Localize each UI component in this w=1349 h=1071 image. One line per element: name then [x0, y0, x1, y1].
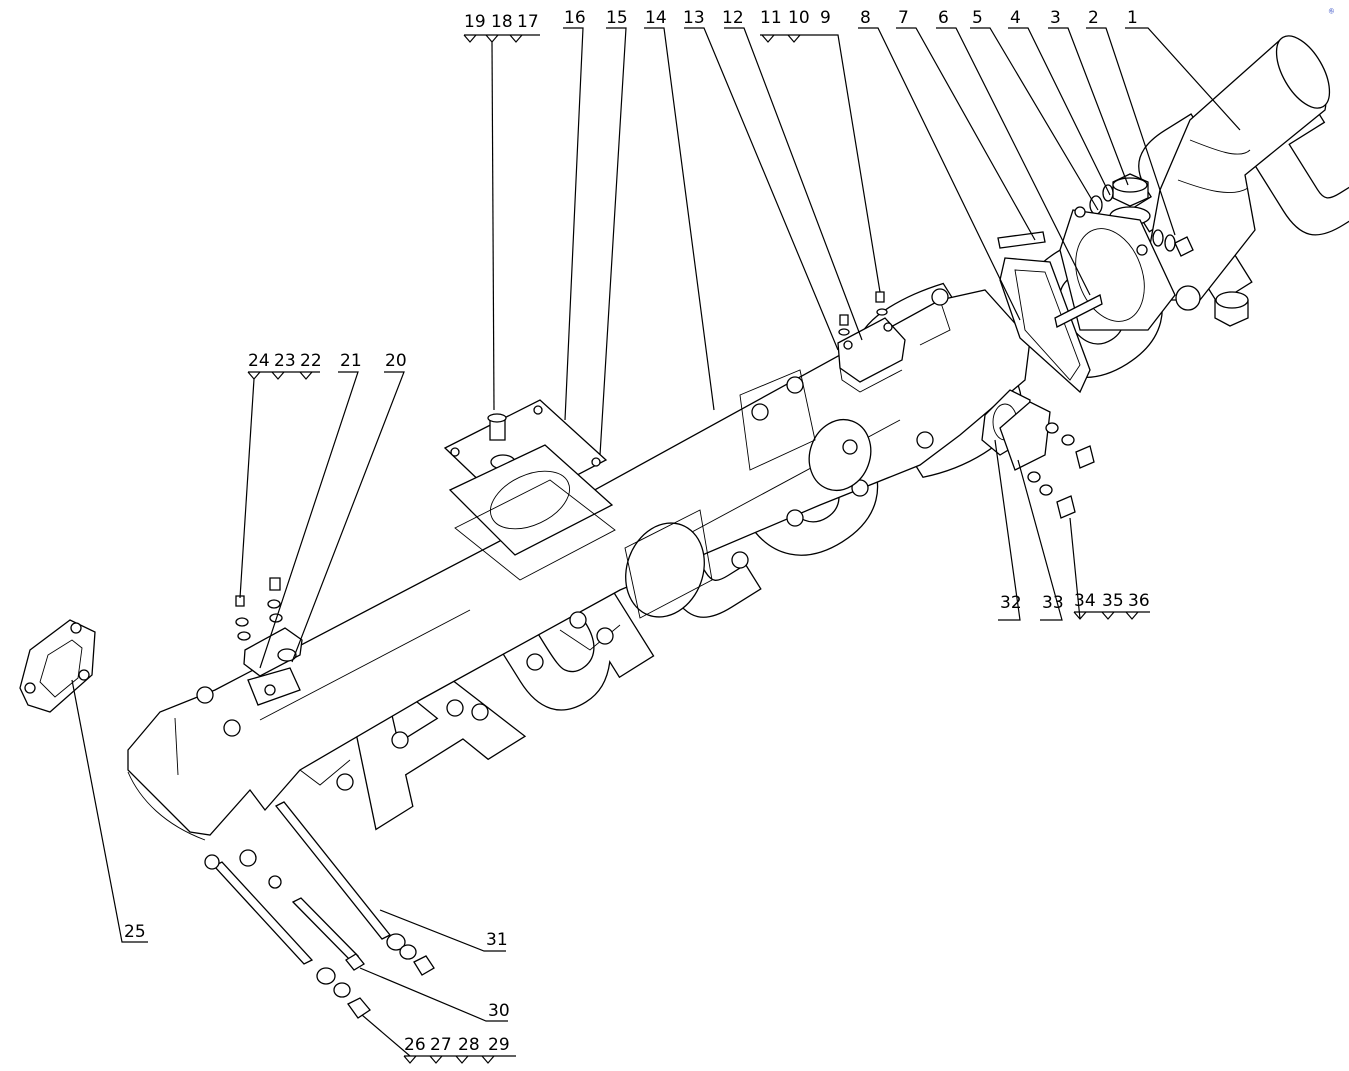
- exhaust-manifold: [127, 288, 1031, 841]
- callout-2: 2: [1088, 8, 1099, 28]
- callout-10: 10: [788, 8, 810, 28]
- callout-17: 17: [517, 12, 539, 32]
- callout-29: 29: [488, 1035, 510, 1055]
- callout-21: 21: [340, 351, 362, 371]
- inspection-cover: [443, 399, 616, 581]
- callout-9: 9: [820, 8, 831, 28]
- callout-8: 8: [860, 8, 871, 28]
- callout-18: 18: [491, 12, 513, 32]
- callout-25: 25: [124, 922, 146, 942]
- callout-35: 35: [1102, 591, 1124, 611]
- callout-12: 12: [722, 8, 744, 28]
- callout-19: 19: [464, 12, 486, 32]
- callout-15: 15: [606, 8, 628, 28]
- callout-30: 30: [488, 1001, 510, 1021]
- callout-4: 4: [1010, 8, 1021, 28]
- port-gasket: [19, 619, 96, 713]
- callout-26: 26: [404, 1035, 426, 1055]
- outlet-flange: [981, 389, 1095, 519]
- callout-23: 23: [274, 351, 296, 371]
- drain-plug-assembly: [1089, 173, 1249, 327]
- flange-gasket-plates: [997, 206, 1176, 394]
- callout-32: 32: [1000, 593, 1022, 613]
- callout-labels: 1 2 3 4 5 6 7 8 9 10 11 12 13 14 15 16 1…: [124, 8, 1150, 1055]
- callout-14: 14: [645, 8, 667, 28]
- callout-20: 20: [385, 351, 407, 371]
- callout-16: 16: [564, 8, 586, 28]
- callout-3: 3: [1050, 8, 1061, 28]
- leader-lines: [71, 27, 1241, 1064]
- small-cover-plate: [837, 291, 906, 393]
- callout-34: 34: [1074, 591, 1096, 611]
- egr-flange: [235, 577, 303, 706]
- callout-7: 7: [898, 8, 909, 28]
- callout-24: 24: [248, 351, 270, 371]
- callout-5: 5: [972, 8, 983, 28]
- callout-36: 36: [1128, 591, 1150, 611]
- callout-11: 11: [760, 8, 782, 28]
- callout-1: 1: [1127, 8, 1138, 28]
- exhaust-elbow-pipe: [1149, 35, 1331, 311]
- corner-mark: ®: [1327, 6, 1337, 17]
- callout-31: 31: [486, 930, 508, 950]
- callout-28: 28: [458, 1035, 480, 1055]
- callout-27: 27: [430, 1035, 452, 1055]
- studs-and-nuts: [204, 801, 435, 1019]
- callout-6: 6: [938, 8, 949, 28]
- callout-33: 33: [1042, 593, 1064, 613]
- callout-22: 22: [300, 351, 322, 371]
- callout-13: 13: [683, 8, 705, 28]
